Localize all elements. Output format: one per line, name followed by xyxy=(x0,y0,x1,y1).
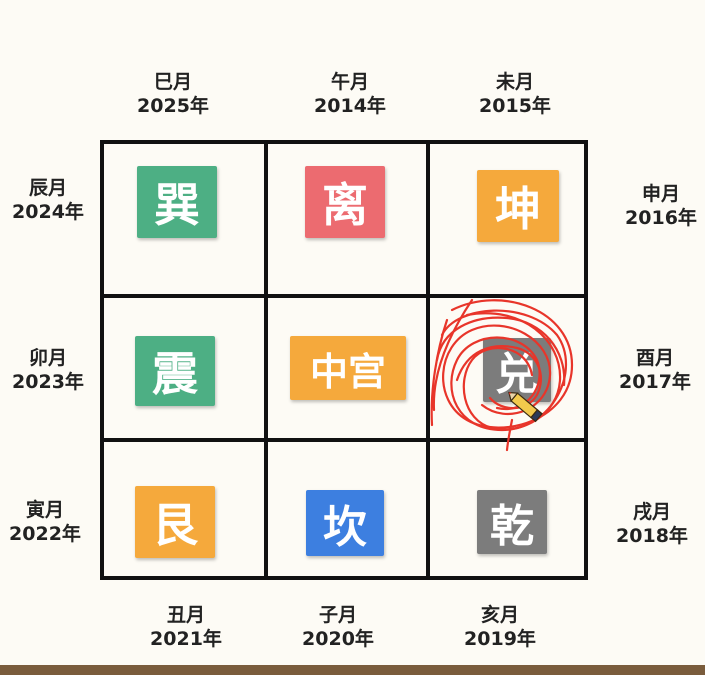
label-xu: 戌月 2018年 xyxy=(597,500,705,548)
label-chen-year: 2024年 xyxy=(12,201,84,223)
label-shen-month: 申月 xyxy=(641,183,680,205)
label-hai: 亥月 2019年 xyxy=(445,603,555,651)
label-wu: 午月 2014年 xyxy=(295,70,405,118)
label-wei-month: 未月 xyxy=(495,71,534,93)
label-zi: 子月 2020年 xyxy=(283,603,393,651)
label-you-month: 酉月 xyxy=(635,347,674,369)
tile-gen-label: 艮 xyxy=(152,498,198,552)
label-yin-month: 寅月 xyxy=(25,499,64,521)
grid-divider xyxy=(264,144,268,576)
label-hai-month: 亥月 xyxy=(480,604,519,626)
grid-divider xyxy=(426,144,430,576)
label-wei-year: 2015年 xyxy=(479,95,551,117)
label-zi-year: 2020年 xyxy=(302,628,374,650)
label-mao-month: 卯月 xyxy=(28,347,67,369)
tile-li-label: 离 xyxy=(322,178,368,232)
label-yin: 寅月 2022年 xyxy=(0,498,100,546)
label-yin-year: 2022年 xyxy=(9,523,81,545)
label-hai-year: 2019年 xyxy=(464,628,536,650)
label-xu-year: 2018年 xyxy=(616,525,688,547)
label-xu-month: 戌月 xyxy=(632,501,671,523)
tile-kan-label: 坎 xyxy=(323,502,367,553)
tile-kun: 坤 xyxy=(477,170,559,242)
tile-li: 离 xyxy=(305,166,385,238)
label-chen: 辰月 2024年 xyxy=(0,176,103,224)
label-shen: 申月 2016年 xyxy=(606,182,705,230)
tile-qian: 乾 xyxy=(477,490,547,554)
label-chen-month: 辰月 xyxy=(28,177,67,199)
label-wei: 未月 2015年 xyxy=(460,70,570,118)
label-zi-month: 子月 xyxy=(318,604,357,626)
label-mao: 卯月 2023年 xyxy=(0,346,103,394)
label-si-year: 2025年 xyxy=(137,95,209,117)
label-shen-year: 2016年 xyxy=(625,207,697,229)
tile-zhen-label: 震 xyxy=(152,347,198,401)
tile-qian-label: 乾 xyxy=(490,501,534,552)
label-wu-month: 午月 xyxy=(330,71,369,93)
tile-xun-label: 巽 xyxy=(154,178,200,232)
tile-kan: 坎 xyxy=(306,490,384,556)
label-chou: 丑月 2021年 xyxy=(131,603,241,651)
label-si: 巳月 2025年 xyxy=(118,70,228,118)
bottom-edge-bar xyxy=(0,665,705,675)
label-wu-year: 2014年 xyxy=(314,95,386,117)
label-chou-year: 2021年 xyxy=(150,628,222,650)
pencil-cursor-icon xyxy=(508,391,543,423)
nine-palace-grid xyxy=(100,140,588,580)
tile-center: 中宫 xyxy=(290,336,406,400)
label-you-year: 2017年 xyxy=(619,371,691,393)
label-you: 酉月 2017年 xyxy=(600,346,705,394)
label-mao-year: 2023年 xyxy=(12,371,84,393)
tile-xun: 巽 xyxy=(137,166,217,238)
tile-center-label: 中宫 xyxy=(309,349,386,394)
label-si-month: 巳月 xyxy=(153,71,192,93)
grid-divider xyxy=(104,438,584,442)
tile-zhen: 震 xyxy=(135,336,215,406)
tile-gen: 艮 xyxy=(135,486,215,558)
grid-divider xyxy=(104,294,584,298)
tile-kun-label: 坤 xyxy=(495,182,541,236)
label-chou-month: 丑月 xyxy=(166,604,205,626)
